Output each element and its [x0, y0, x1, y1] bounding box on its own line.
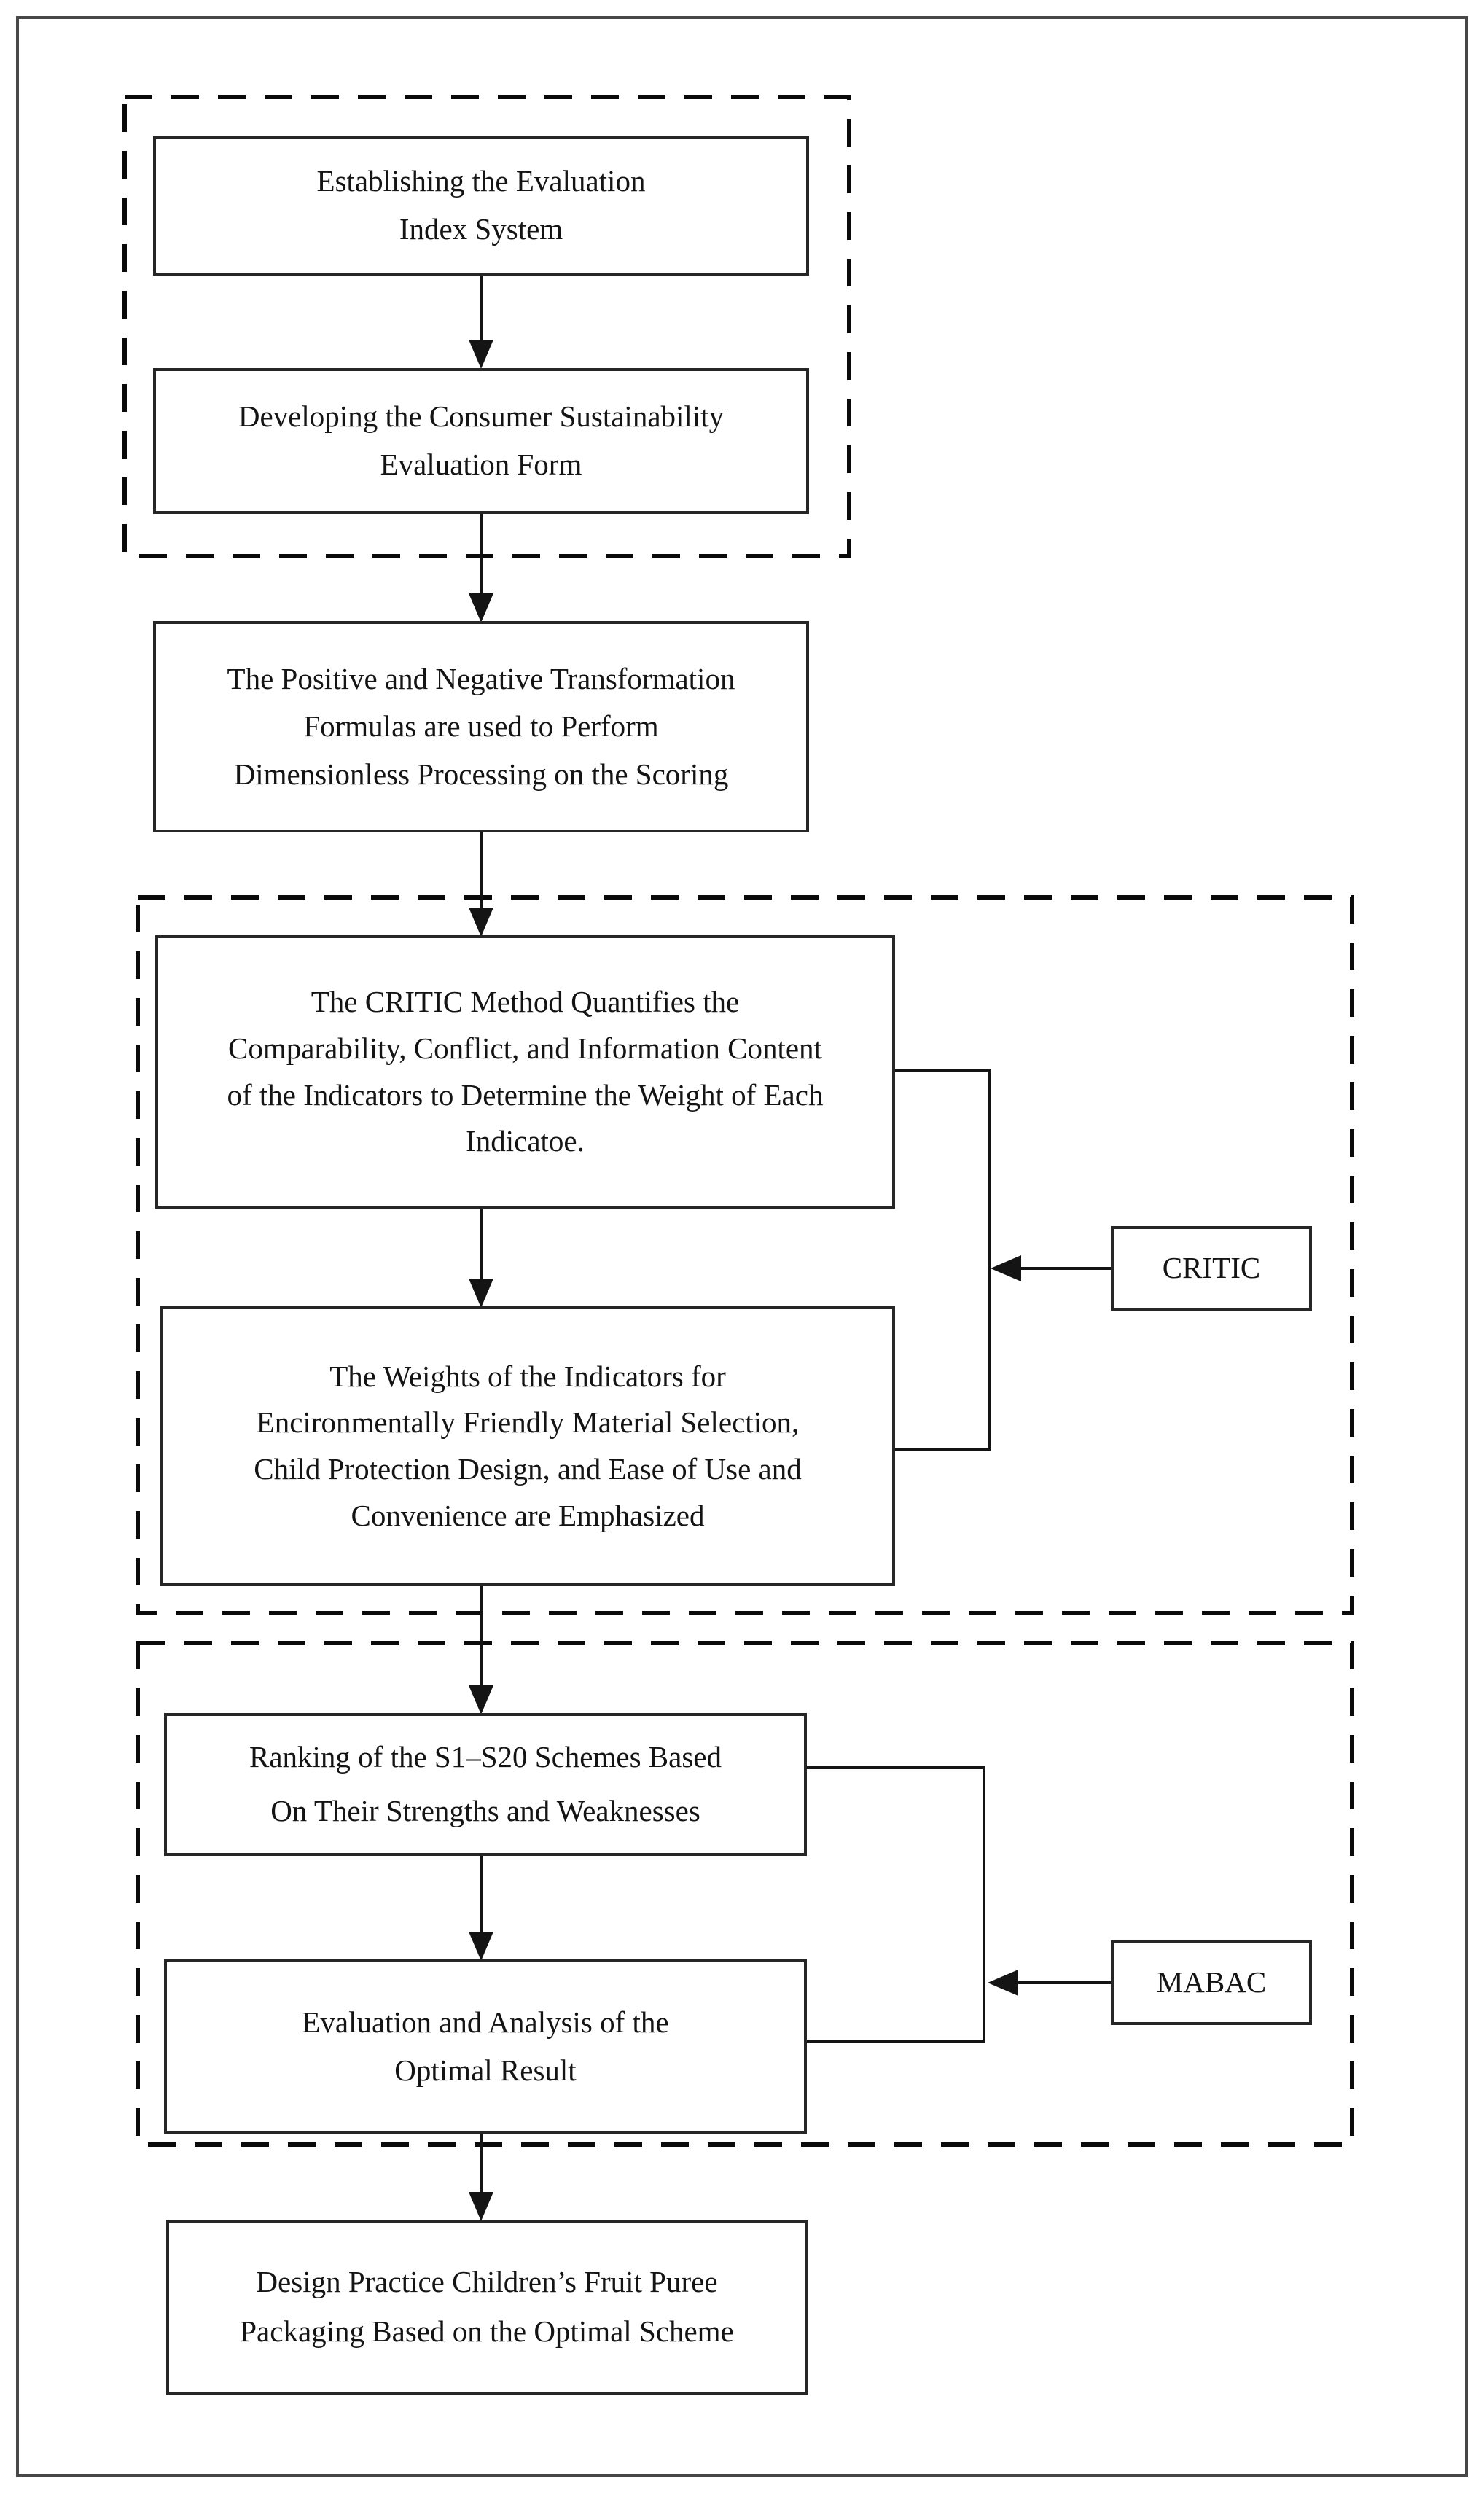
flow-box-dimensionless-processing: The Positive and Negative Transformation…	[153, 621, 809, 832]
page-outer-border	[16, 16, 1468, 2477]
critic-method-label-box: CRITIC	[1111, 1226, 1312, 1311]
flow-box-scheme-ranking: Ranking of the S1–S20 Schemes Based On T…	[164, 1713, 807, 1856]
arrow-establish-to-develop-head	[469, 340, 493, 369]
stage3-mabac-dashed-frame	[136, 1641, 1354, 2147]
flow-box-scheme-ranking-text: Ranking of the S1–S20 Schemes Based On T…	[249, 1740, 722, 1827]
mabac-label-arrow-head	[988, 1970, 1018, 1996]
flow-box-optimal-result-evaluation-text: Evaluation and Analysis of the Optimal R…	[302, 2005, 669, 2087]
flow-box-dimensionless-processing-text: The Positive and Negative Transformation…	[227, 661, 735, 791]
flow-box-develop-evaluation-form: Developing the Consumer Sustainability E…	[153, 368, 809, 514]
flow-box-design-practice-text: Design Practice Children’s Fruit Puree P…	[240, 2265, 734, 2348]
flow-box-critic-method: The CRITIC Method Quantifies the Compara…	[155, 935, 895, 1209]
mabac-method-label-text: MABAC	[1156, 1965, 1267, 2000]
arrow-develop-to-transform-head	[469, 593, 493, 623]
critic-label-arrow-head	[991, 1255, 1021, 1281]
flow-box-indicator-weights: The Weights of the Indicators for Enciro…	[160, 1306, 895, 1586]
arrow-weights-to-ranking-head	[469, 1685, 493, 1714]
flow-box-critic-method-text: The CRITIC Method Quantifies the Compara…	[227, 985, 824, 1158]
arrow-transform-to-critic-method-head	[469, 908, 493, 937]
flow-box-indicator-weights-text: The Weights of the Indicators for Enciro…	[254, 1359, 802, 1532]
flow-box-establish-index-system: Establishing the Evaluation Index System	[153, 136, 809, 276]
flow-box-optimal-result-evaluation: Evaluation and Analysis of the Optimal R…	[164, 1959, 807, 2134]
arrow-critic-method-to-weights-head	[469, 1279, 493, 1308]
flow-box-design-practice: Design Practice Children’s Fruit Puree P…	[166, 2220, 808, 2395]
mabac-bracket-connector	[807, 1766, 985, 2043]
flow-box-develop-evaluation-form-text: Developing the Consumer Sustainability E…	[238, 399, 725, 481]
mabac-method-label-box: MABAC	[1111, 1940, 1312, 2025]
critic-method-label-text: CRITIC	[1162, 1251, 1261, 1285]
arrow-evaluation-to-practice-head	[469, 2192, 493, 2221]
critic-bracket-connector	[895, 1069, 991, 1451]
flow-box-establish-index-system-text: Establishing the Evaluation Index System	[316, 164, 646, 246]
stage2-critic-dashed-frame	[136, 895, 1354, 1615]
arrow-ranking-to-evaluation-head	[469, 1932, 493, 1961]
stage1-dashed-frame	[122, 95, 851, 558]
